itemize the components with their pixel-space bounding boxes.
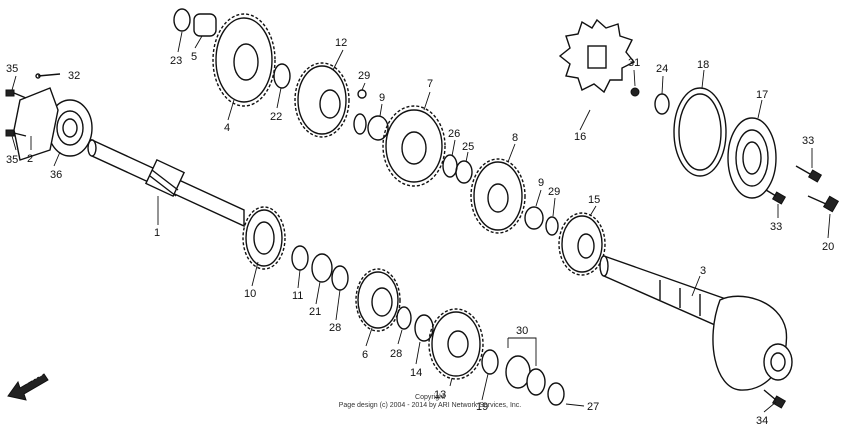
washer-25 [455, 160, 473, 184]
needle-bearing-30 [505, 355, 546, 396]
copyright-line-1: Copyright [415, 394, 445, 401]
mainshaft [87, 138, 245, 228]
label-27: 27 [587, 401, 599, 413]
label-8: 8 [512, 132, 518, 144]
label-3: 3 [700, 265, 706, 277]
label-11: 11 [292, 290, 303, 302]
washer-24 [654, 93, 670, 115]
washer-21 [311, 253, 333, 283]
ring-29-lower [545, 216, 559, 236]
label-36: 36 [50, 169, 62, 181]
label-34: 34 [756, 415, 768, 427]
label-32: 32 [68, 70, 80, 82]
bolt-33-upper [795, 165, 823, 183]
label-16: 16 [574, 131, 586, 143]
label-29b: 29 [548, 186, 560, 198]
label-35a: 35 [6, 63, 18, 75]
label-7: 7 [427, 78, 433, 90]
leader-lines [11, 31, 831, 413]
washer-23 [173, 8, 191, 32]
label-30: 30 [516, 325, 528, 337]
label-6: 6 [362, 349, 368, 361]
nut-31 [630, 87, 640, 97]
label-12: 12 [335, 37, 347, 49]
label-28a: 28 [329, 322, 341, 334]
label-20: 20 [822, 241, 834, 253]
fwd-arrow-icon: FWD [7, 367, 49, 401]
washer-22 [273, 63, 291, 89]
label-9a: 9 [379, 92, 385, 104]
bearing-36 [47, 99, 93, 157]
pin-32 [35, 73, 61, 79]
label-18: 18 [697, 59, 709, 71]
bolt-35-lower [5, 129, 27, 137]
gear-12 [294, 62, 350, 138]
gear-6 [355, 268, 401, 332]
label-5: 5 [191, 51, 197, 63]
bushing-5 [193, 13, 217, 37]
label-24: 24 [656, 63, 668, 75]
circlip-26 [442, 154, 458, 178]
ring-29-upper [357, 89, 367, 99]
sprocket-cover-17 [727, 117, 777, 199]
label-1: 1 [154, 227, 160, 239]
label-13: 13 [434, 389, 446, 401]
label-14: 14 [410, 367, 422, 379]
bushing-9-upper [367, 115, 389, 141]
label-10: 10 [244, 288, 256, 300]
label-4: 4 [224, 122, 230, 134]
gear-10 [242, 206, 286, 270]
circlip-28-upper [331, 265, 349, 291]
gear-13 [428, 308, 484, 380]
gear-8 [470, 158, 526, 234]
label-35b: 35 [6, 154, 18, 166]
washer-near-9 [353, 113, 367, 135]
countershaft-3 [599, 255, 793, 391]
label-33b: 33 [770, 221, 782, 233]
gear-15 [558, 212, 606, 276]
gear-7 [382, 105, 446, 187]
retainer-plate-2 [13, 87, 59, 161]
label-28b: 28 [390, 348, 402, 360]
callout-numbers: 1 2 3 4 5 6 7 8 9 9 10 11 12 13 14 15 16… [6, 37, 834, 427]
label-2: 2 [27, 153, 33, 165]
label-19: 19 [476, 401, 488, 413]
label-29a: 29 [358, 70, 370, 82]
label-26: 26 [448, 128, 460, 140]
bolt-35-upper [5, 89, 27, 99]
washer-11 [291, 245, 309, 271]
gear-4 [212, 13, 276, 107]
washer-19 [481, 349, 499, 375]
washer-27 [547, 382, 565, 406]
bushing-14 [414, 314, 434, 342]
bolt-33-lower [765, 189, 787, 205]
label-9b: 9 [538, 177, 544, 189]
bushing-9-lower [524, 206, 544, 230]
label-23: 23 [170, 55, 182, 67]
label-25: 25 [462, 141, 474, 153]
label-15: 15 [588, 194, 600, 206]
bolt-34 [763, 389, 787, 409]
drive-sprocket-16 [558, 18, 636, 94]
circlip-28-lower [396, 306, 412, 330]
copyright-notice: Copyright Page design (c) 2004 - 2014 by… [330, 394, 530, 410]
label-33a: 33 [802, 135, 814, 147]
label-22: 22 [270, 111, 282, 123]
bolt-20 [807, 195, 840, 213]
label-21: 21 [309, 306, 321, 318]
copyright-line-2: Page design (c) 2004 - 2014 by ARI Netwo… [338, 402, 522, 409]
seal-18 [673, 87, 727, 177]
label-17: 17 [756, 89, 768, 101]
label-31: 31 [628, 57, 640, 69]
